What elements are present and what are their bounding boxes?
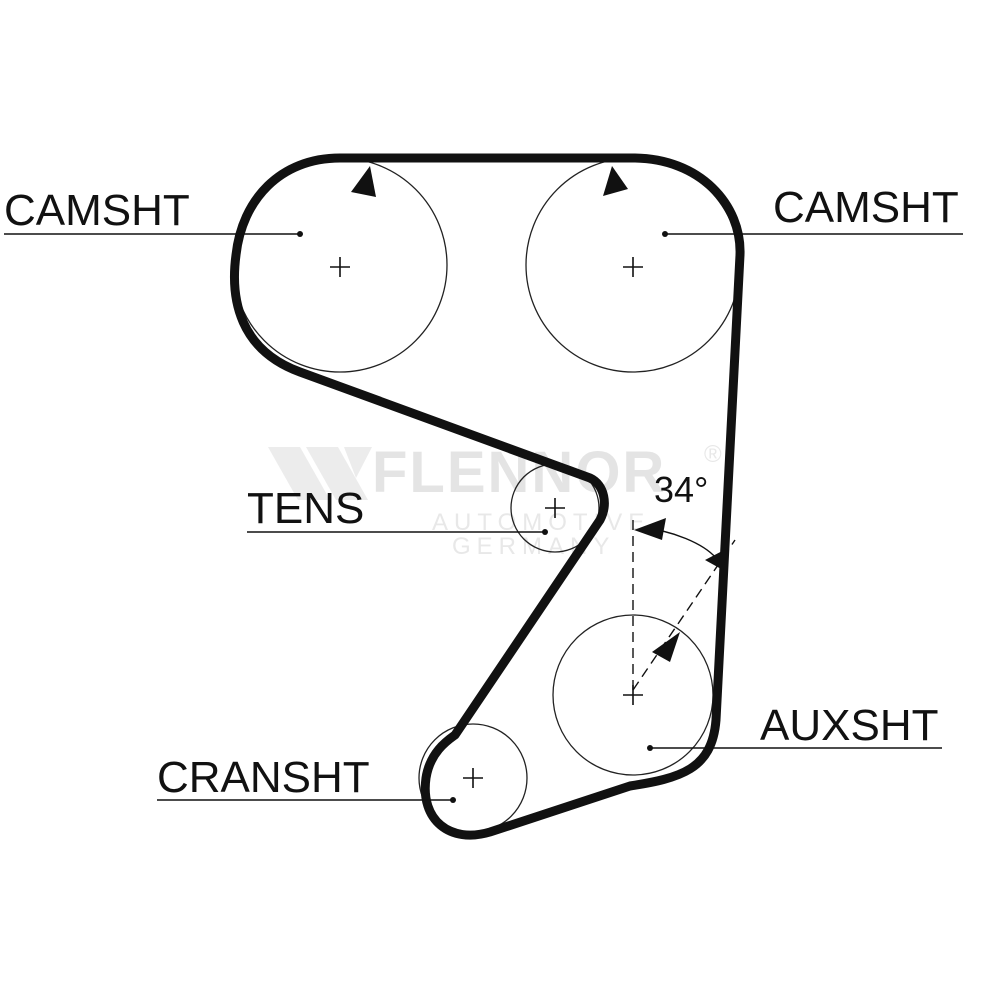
label-auxshaft: AUXSHT xyxy=(760,701,938,750)
watermark-registered: ® xyxy=(704,441,728,468)
label-tensioner: TENS xyxy=(247,484,364,533)
angle-indicator: 34° xyxy=(632,469,736,691)
angle-arrow-aux xyxy=(652,632,680,662)
angle-arrow-right xyxy=(705,548,728,570)
direction-arrow-left-cam xyxy=(351,166,376,197)
direction-arrow-right-cam xyxy=(603,166,628,196)
leader-lines xyxy=(4,231,963,803)
angle-arrow-left xyxy=(634,518,666,540)
pulley-center-marks xyxy=(330,257,643,788)
label-crankshaft: CRANSHT xyxy=(157,753,370,802)
watermark-logo xyxy=(268,447,372,500)
angle-label: 34° xyxy=(654,469,708,510)
label-camshaft-left: CAMSHT xyxy=(4,186,190,235)
label-camshaft-right: CAMSHT xyxy=(773,183,959,232)
timing-belt xyxy=(229,153,745,840)
